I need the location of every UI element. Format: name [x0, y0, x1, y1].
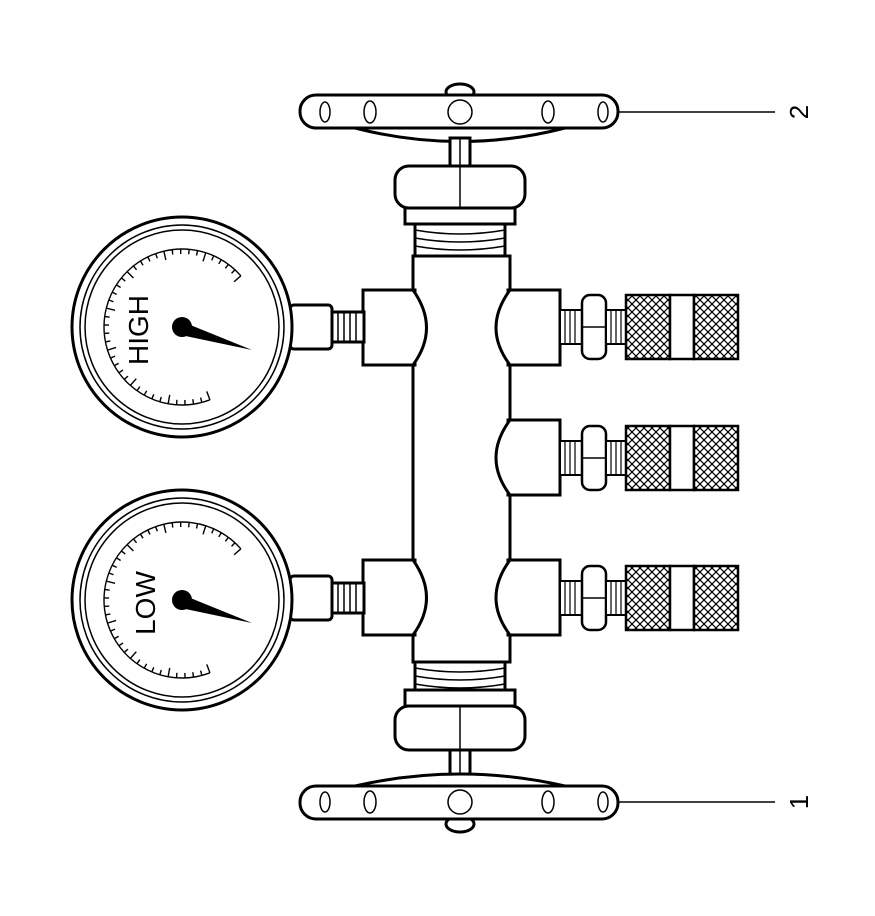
dial-tick: [129, 378, 137, 386]
dial-tick: [159, 396, 162, 402]
dial-tick: [151, 394, 155, 400]
dial-tick: [110, 628, 116, 632]
dial-tick: [154, 526, 158, 532]
dial-tick: [139, 533, 144, 539]
dial-tick: [171, 522, 174, 528]
bottom-packing-nut: [393, 688, 527, 752]
callout-2: 2: [784, 105, 814, 119]
dial-arc: [103, 248, 242, 406]
dial-tick: [163, 523, 167, 534]
dial-tick: [113, 362, 119, 367]
dial-tick: [159, 669, 162, 675]
dial-tick: [139, 260, 144, 266]
right-port-bottom: [494, 558, 562, 637]
high-side-port: [361, 288, 428, 367]
top-thread: [413, 222, 507, 258]
low-gauge-label: LOW: [130, 571, 161, 635]
dial-tick: [132, 265, 138, 271]
dial-tick: [126, 544, 134, 552]
dial-tick: [123, 375, 129, 380]
high-pressure-gauge: HIGH: [70, 215, 366, 439]
hose-fitting: [559, 293, 740, 361]
dial-tick: [211, 528, 215, 534]
dial-tick: [104, 588, 110, 591]
dial-tick: [206, 391, 211, 401]
dial-tick: [107, 346, 117, 351]
dial-tick: [116, 557, 121, 562]
dial-tick: [132, 538, 138, 544]
dial-tick: [107, 619, 117, 624]
dial-tick: [192, 672, 195, 678]
callout-1: 1: [784, 795, 814, 809]
dial-tick: [143, 390, 148, 396]
dial-tick: [195, 523, 199, 529]
dial-tick: [108, 299, 114, 303]
dial-tick: [224, 263, 229, 269]
dial-tick: [108, 572, 114, 576]
bottom-handwheel: [298, 772, 620, 834]
dial-tick: [105, 613, 111, 616]
dial-tick: [106, 580, 116, 584]
dial-tick: [105, 340, 111, 343]
dial-tick: [129, 651, 137, 659]
dial-tick: [224, 536, 229, 542]
dial-tick: [154, 253, 158, 259]
dial-tick: [233, 275, 242, 283]
dial-tick: [206, 664, 211, 674]
dial-tick: [136, 659, 141, 665]
top-valve-stem: [448, 136, 472, 168]
dial-tick: [199, 397, 203, 403]
top-packing-nut: [393, 164, 527, 226]
dial-arc: [103, 521, 242, 679]
dial-tick: [126, 271, 134, 279]
dial-tick: [211, 255, 215, 261]
dial-tick: [116, 284, 121, 289]
dial-tick: [118, 642, 124, 647]
dial-tick: [167, 667, 171, 677]
dial-tick: [104, 315, 110, 318]
top-handwheel: [298, 82, 620, 143]
dial-tick: [143, 663, 148, 669]
hose-fitting: [559, 424, 740, 492]
dial-tick: [123, 648, 129, 653]
dial-tick: [195, 250, 199, 256]
dial-tick: [202, 525, 207, 535]
dial-tick: [167, 394, 171, 404]
dial-tick: [202, 252, 207, 262]
dial-tick: [106, 307, 116, 311]
hose-fitting: [559, 564, 740, 632]
right-port-top: [494, 288, 562, 367]
dial-tick: [218, 532, 222, 538]
dial-tick: [233, 548, 242, 556]
dial-tick: [147, 529, 151, 535]
bottom-thread: [413, 660, 507, 692]
dial-tick: [147, 256, 151, 262]
high-gauge-label: HIGH: [123, 295, 154, 365]
dial-tick: [111, 564, 117, 569]
dial-tick: [136, 386, 141, 392]
dial-tick: [151, 667, 155, 673]
dial-tick: [218, 259, 222, 265]
dial-tick: [231, 542, 236, 547]
low-side-port: [361, 558, 428, 637]
dial-tick: [163, 250, 167, 261]
low-gauge-needle: [176, 593, 252, 623]
high-gauge-needle: [176, 320, 252, 350]
dial-tick: [199, 670, 203, 676]
dial-tick: [192, 399, 195, 405]
dial-tick: [110, 355, 116, 359]
dial-tick: [231, 269, 236, 274]
low-pressure-gauge: LOW: [70, 488, 366, 712]
dial-tick: [118, 369, 124, 374]
dial-tick: [120, 550, 126, 555]
dial-tick: [171, 249, 174, 255]
right-port-middle: [494, 418, 562, 497]
dial-tick: [120, 277, 126, 282]
dial-tick: [111, 291, 117, 296]
dial-tick: [113, 635, 119, 640]
